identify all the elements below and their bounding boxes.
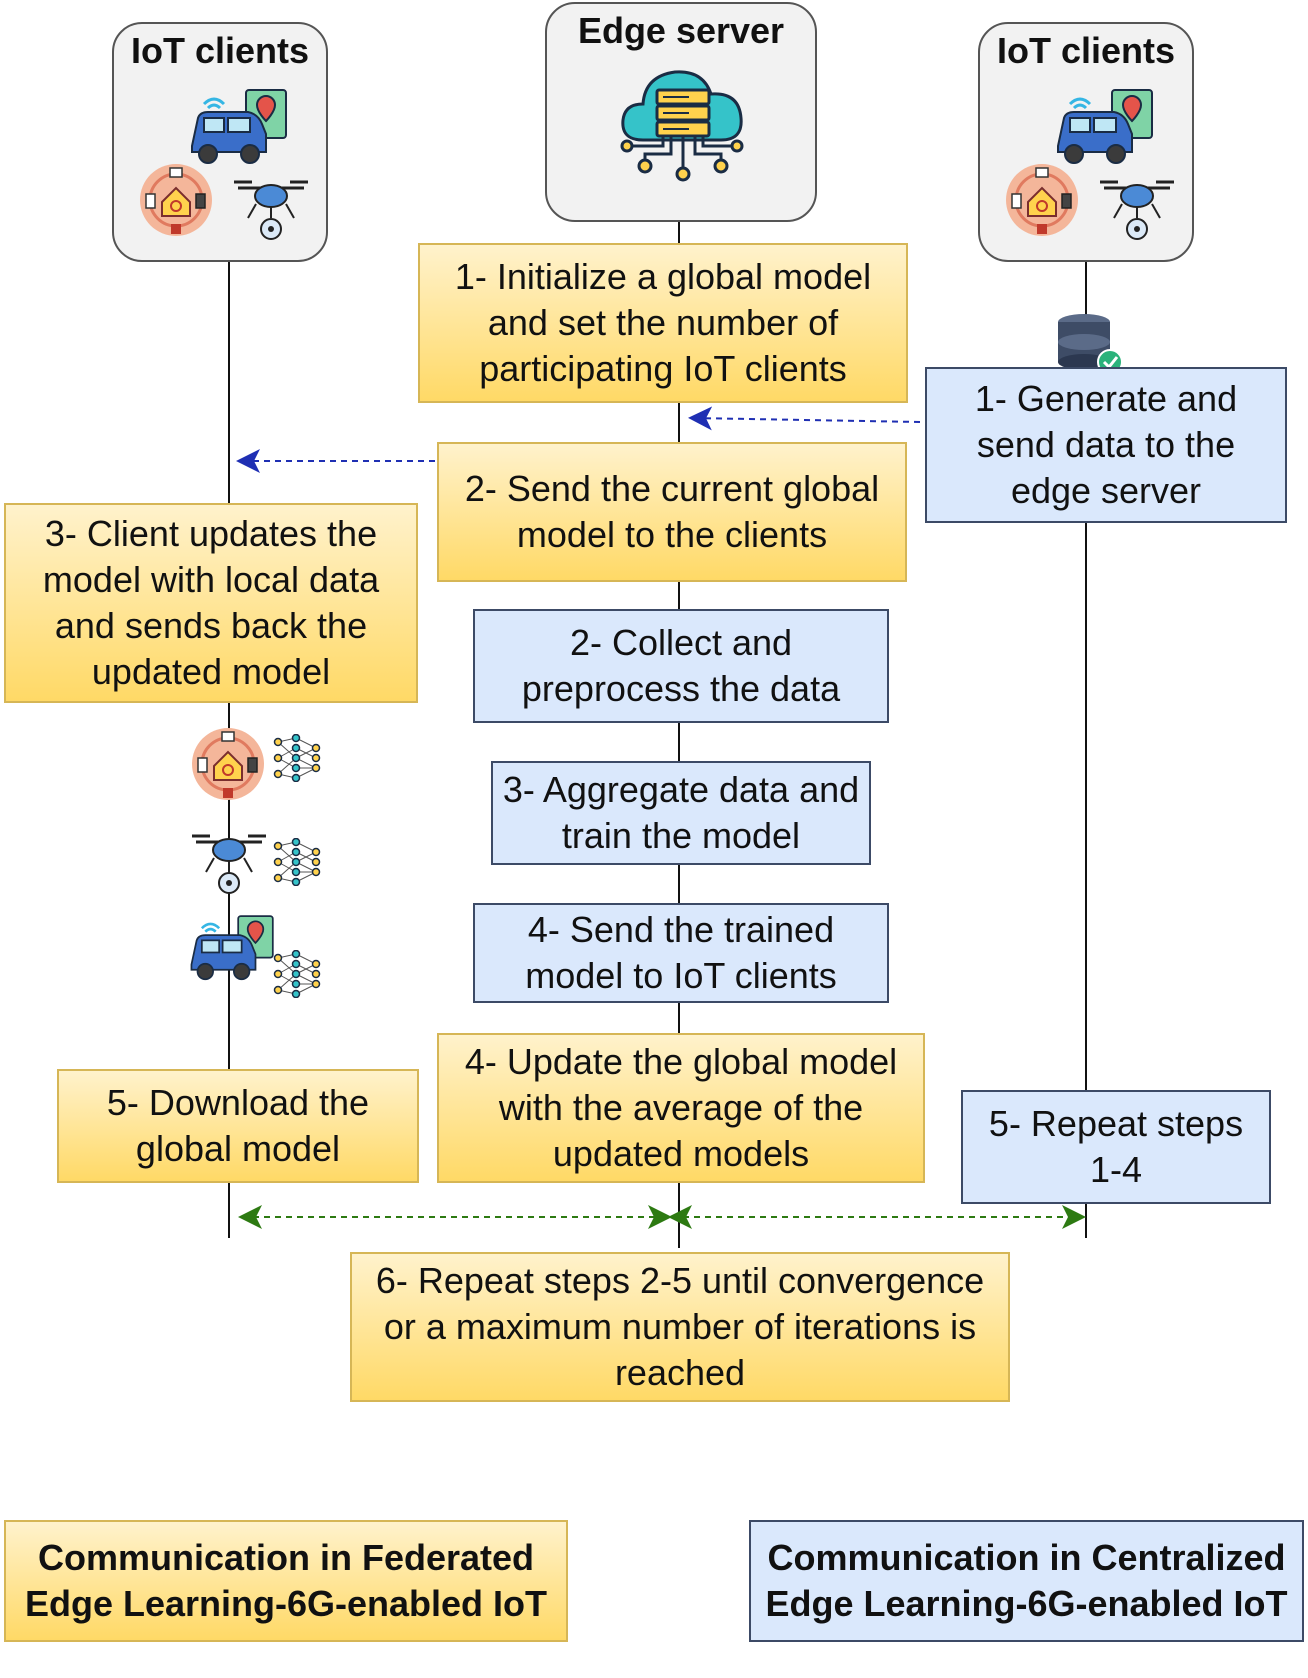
drone-icon (1100, 180, 1174, 240)
cloud-server-icon (620, 70, 744, 182)
right-actor-title: IoT clients (996, 30, 1176, 71)
centralized-step-1: 1- Generate and send data to the edge se… (925, 367, 1287, 523)
smart-home-icon (1006, 164, 1078, 236)
drone-icon (192, 834, 266, 894)
smart-home-icon (140, 164, 212, 236)
neural-network-icon (273, 950, 321, 998)
left-actor-title: IoT clients (130, 30, 310, 71)
left-iot-clients-actor: IoT clients (112, 22, 328, 262)
car-icon (190, 915, 274, 981)
federated-step-3: 3- Client updates the model with local d… (4, 503, 418, 703)
legend-centralized: Communication in Centralized Edge Learni… (749, 1520, 1304, 1642)
right-iot-clients-actor: IoT clients (978, 22, 1194, 262)
edge-server-actor: Edge server (545, 2, 817, 222)
centralized-step-3: 3- Aggregate data and train the model (491, 761, 871, 865)
center-actor-title: Edge server (577, 10, 785, 51)
federated-step-1: 1- Initialize a global model and set the… (418, 243, 908, 403)
database-icon (1058, 314, 1123, 375)
drone-icon (234, 180, 308, 240)
centralized-step-5: 5- Repeat steps 1-4 (961, 1090, 1271, 1204)
car-icon (191, 89, 287, 164)
centralized-step-4: 4- Send the trained model to IoT clients (473, 903, 889, 1003)
arrow-data-to-server (688, 406, 921, 431)
federated-step-2: 2- Send the current global model to the … (437, 442, 907, 582)
federated-step-4: 4- Update the global model with the aver… (437, 1033, 925, 1183)
centralized-step-2: 2- Collect and preprocess the data (473, 609, 889, 723)
smart-home-icon (192, 728, 264, 800)
car-icon (1057, 89, 1153, 164)
neural-network-icon (273, 734, 321, 782)
federated-step-5: 5- Download the global model (57, 1069, 419, 1183)
neural-network-icon (273, 838, 321, 886)
legend-federated: Communication in Federated Edge Learning… (4, 1520, 568, 1642)
federated-step-6: 6- Repeat steps 2-5 until convergence or… (350, 1252, 1010, 1402)
